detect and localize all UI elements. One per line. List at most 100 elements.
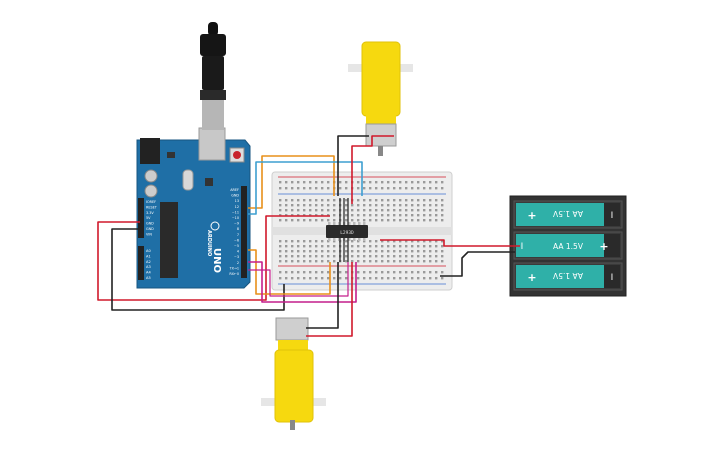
breadboard-hole[interactable] [351, 260, 354, 263]
breadboard-hole[interactable] [441, 181, 444, 184]
breadboard-hole[interactable] [363, 240, 366, 243]
breadboard-hole[interactable] [369, 181, 372, 184]
breadboard-hole[interactable] [321, 209, 324, 212]
breadboard-hole[interactable] [399, 219, 402, 222]
breadboard-hole[interactable] [303, 199, 306, 202]
breadboard-hole[interactable] [327, 260, 330, 263]
breadboard-hole[interactable] [345, 181, 348, 184]
breadboard-hole[interactable] [285, 245, 288, 248]
breadboard-hole[interactable] [339, 181, 342, 184]
breadboard-hole[interactable] [381, 260, 384, 263]
breadboard-hole[interactable] [429, 209, 432, 212]
breadboard-hole[interactable] [393, 199, 396, 202]
breadboard-hole[interactable] [303, 219, 306, 222]
breadboard-hole[interactable] [279, 255, 282, 258]
breadboard-hole[interactable] [405, 255, 408, 258]
breadboard-hole[interactable] [411, 209, 414, 212]
breadboard-hole[interactable] [321, 245, 324, 248]
breadboard-hole[interactable] [363, 271, 366, 274]
breadboard-hole[interactable] [375, 199, 378, 202]
breadboard-hole[interactable] [303, 250, 306, 253]
breadboard-hole[interactable] [357, 277, 360, 280]
breadboard-hole[interactable] [279, 209, 282, 212]
breadboard-hole[interactable] [423, 271, 426, 274]
breadboard-hole[interactable] [309, 240, 312, 243]
breadboard-hole[interactable] [279, 245, 282, 248]
breadboard-hole[interactable] [399, 209, 402, 212]
breadboard-hole[interactable] [405, 240, 408, 243]
breadboard-hole[interactable] [423, 199, 426, 202]
breadboard-hole[interactable] [309, 260, 312, 263]
breadboard-hole[interactable] [369, 209, 372, 212]
breadboard-hole[interactable] [363, 255, 366, 258]
breadboard-hole[interactable] [435, 255, 438, 258]
breadboard-hole[interactable] [279, 219, 282, 222]
breadboard-hole[interactable] [333, 260, 336, 263]
breadboard-hole[interactable] [297, 219, 300, 222]
breadboard-hole[interactable] [411, 199, 414, 202]
wire-motor-top-black[interactable] [337, 135, 369, 196]
breadboard-hole[interactable] [321, 277, 324, 280]
breadboard-hole[interactable] [429, 277, 432, 280]
breadboard-hole[interactable] [393, 187, 396, 190]
breadboard-hole[interactable] [291, 219, 294, 222]
breadboard-hole[interactable] [381, 245, 384, 248]
breadboard-hole[interactable] [429, 245, 432, 248]
breadboard-hole[interactable] [399, 255, 402, 258]
breadboard-hole[interactable] [435, 204, 438, 207]
breadboard-hole[interactable] [321, 181, 324, 184]
breadboard-hole[interactable] [423, 255, 426, 258]
breadboard-hole[interactable] [411, 204, 414, 207]
breadboard-hole[interactable] [423, 209, 426, 212]
breadboard-hole[interactable] [291, 250, 294, 253]
breadboard-hole[interactable] [363, 199, 366, 202]
breadboard-hole[interactable] [285, 277, 288, 280]
breadboard-hole[interactable] [309, 219, 312, 222]
breadboard-hole[interactable] [279, 250, 282, 253]
breadboard-hole[interactable] [375, 260, 378, 263]
breadboard-hole[interactable] [399, 245, 402, 248]
breadboard-hole[interactable] [423, 250, 426, 253]
breadboard-hole[interactable] [315, 204, 318, 207]
breadboard-hole[interactable] [279, 240, 282, 243]
breadboard-hole[interactable] [393, 214, 396, 217]
breadboard-hole[interactable] [399, 260, 402, 263]
wire-blue-pin-9[interactable] [248, 161, 363, 215]
breadboard-hole[interactable] [411, 250, 414, 253]
breadboard-hole[interactable] [387, 214, 390, 217]
breadboard-hole[interactable] [309, 199, 312, 202]
breadboard-hole[interactable] [417, 255, 420, 258]
breadboard-hole[interactable] [315, 187, 318, 190]
breadboard-hole[interactable] [297, 199, 300, 202]
breadboard-hole[interactable] [345, 240, 348, 243]
breadboard-hole[interactable] [285, 250, 288, 253]
breadboard-hole[interactable] [327, 271, 330, 274]
breadboard-hole[interactable] [363, 214, 366, 217]
breadboard-hole[interactable] [405, 204, 408, 207]
breadboard-hole[interactable] [363, 277, 366, 280]
breadboard-hole[interactable] [321, 260, 324, 263]
breadboard-hole[interactable] [297, 181, 300, 184]
breadboard-hole[interactable] [279, 199, 282, 202]
breadboard-hole[interactable] [417, 245, 420, 248]
breadboard-hole[interactable] [417, 250, 420, 253]
breadboard-hole[interactable] [351, 204, 354, 207]
dc-motor-top[interactable] [348, 41, 413, 156]
breadboard-hole[interactable] [363, 187, 366, 190]
l293d-chip[interactable]: L293D [326, 222, 368, 241]
breadboard-hole[interactable] [297, 271, 300, 274]
wire-motor-bottom-red[interactable] [306, 262, 353, 337]
breadboard-hole[interactable] [411, 255, 414, 258]
breadboard-hole[interactable] [357, 187, 360, 190]
arduino-uno-board[interactable]: ARDUINO UNO AREFGND1312~11~10~987~6~54~3… [136, 127, 251, 289]
breadboard-hole[interactable] [423, 181, 426, 184]
breadboard-hole[interactable] [303, 271, 306, 274]
breadboard-hole[interactable] [411, 245, 414, 248]
breadboard-hole[interactable] [441, 204, 444, 207]
breadboard-hole[interactable] [417, 219, 420, 222]
breadboard-hole[interactable] [411, 271, 414, 274]
breadboard-hole[interactable] [297, 260, 300, 263]
breadboard-hole[interactable] [429, 271, 432, 274]
breadboard-hole[interactable] [309, 181, 312, 184]
wire-orange-pin-10[interactable] [248, 155, 335, 209]
